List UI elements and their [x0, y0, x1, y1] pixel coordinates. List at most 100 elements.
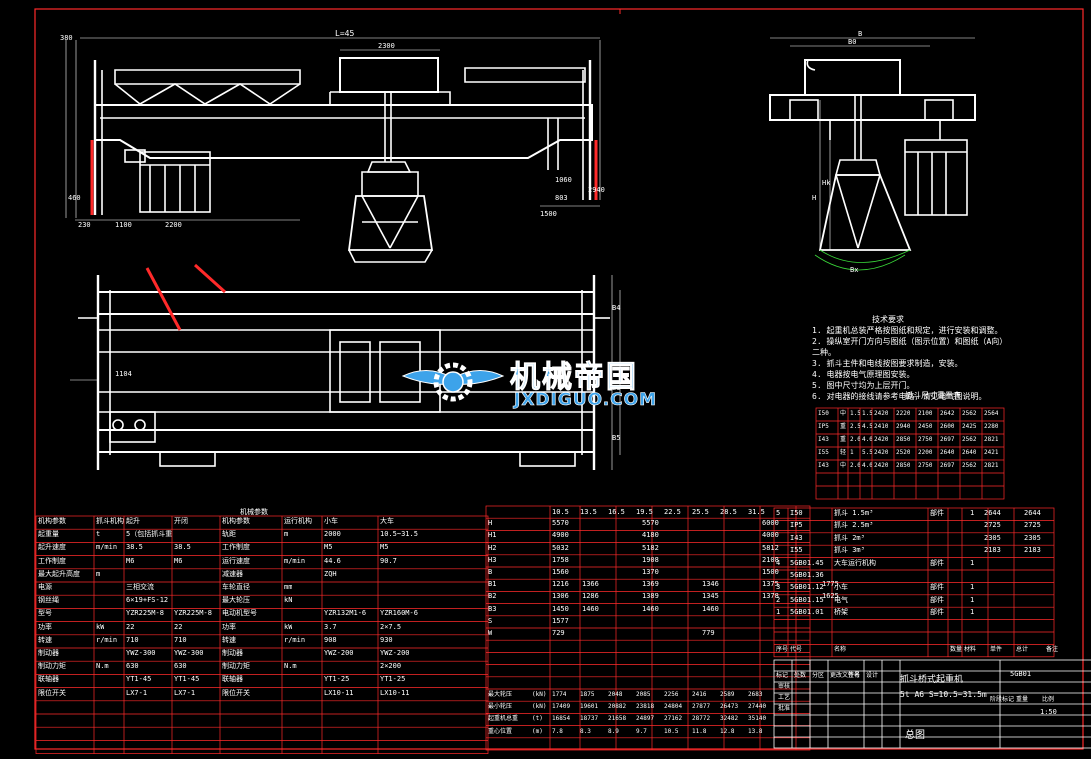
table-cell: (t)	[532, 715, 543, 723]
table-cell: 5032	[552, 543, 569, 552]
table-cell: 单件	[990, 646, 1003, 654]
table-cell: 2100	[918, 410, 933, 417]
table-cell: 4.0	[862, 462, 872, 469]
table-cell: 2410	[874, 423, 889, 430]
table-cell: N.m	[96, 662, 109, 671]
table-cell: 779	[702, 629, 715, 637]
table-cell: 2725	[984, 521, 1001, 530]
table-cell: 2048	[608, 691, 623, 698]
table-cell: 中	[840, 410, 847, 417]
table-cell: 重	[840, 423, 847, 430]
table-cell: YWZ-200	[324, 649, 354, 657]
table-cell: 小车	[834, 583, 848, 592]
table-cell: I50	[790, 509, 803, 517]
table-cell: H3	[488, 555, 497, 564]
span-header-cell: 19.5	[636, 508, 653, 516]
table-cell: 功率	[38, 622, 52, 631]
table-cell: 2420	[874, 462, 889, 469]
watermark-en: JXDIGUO.COM	[514, 390, 658, 411]
title-block-label: 比例	[1042, 696, 1055, 703]
title-block-title: 抓斗桥式起重机	[900, 675, 964, 685]
table-cell: 2725	[1024, 521, 1041, 530]
side-view-dimension-lines	[770, 37, 975, 250]
table-cell: 1.5	[862, 410, 872, 417]
table-cell: 2.5	[850, 423, 860, 430]
tech-note-1: 1. 起重机总装严格按图纸和规定，进行安装和调整。	[812, 326, 1003, 335]
table-cell: 中	[840, 462, 847, 469]
watermark: 机械帝国 JXDIGUO.COM	[398, 346, 698, 416]
drawing-frame	[34, 8, 1084, 750]
title-block-label: 审核	[778, 683, 791, 690]
table-cell: 1460	[582, 604, 599, 613]
table-cell: 1	[970, 558, 975, 567]
table-cell: 90.7	[380, 556, 397, 565]
table-cell: 2.0	[850, 462, 860, 469]
span-header-cell: 31.5	[748, 508, 765, 516]
table-cell: 6×19+FS-12	[126, 596, 169, 605]
table-cell: 2640	[940, 449, 955, 456]
table-cell: 44.6	[324, 556, 341, 565]
tech-note-6: 6. 对电器的接线请参考电路，请见电气图说明。	[812, 392, 987, 401]
table-cell: 2562	[962, 410, 977, 417]
table-cell: 5GB01.36	[790, 571, 824, 579]
table-cell: 5812	[762, 543, 779, 552]
table-cell: 5GB01.15	[790, 595, 824, 604]
table-cell: 2421	[984, 449, 999, 456]
title-block-label: 更改文件号	[830, 672, 861, 679]
table-cell: 部件	[930, 583, 944, 592]
table-cell: 部件	[930, 509, 944, 517]
table-cell: m	[284, 530, 289, 539]
table-cell: 4	[776, 558, 781, 567]
table-cell: 2589	[720, 691, 735, 698]
table-cell: 2562	[962, 462, 977, 469]
watermark-cn: 机械帝国	[510, 360, 638, 396]
table-cell: 起升速度	[38, 543, 66, 552]
table-cell: 2562	[962, 436, 977, 443]
params-table-grid	[35, 515, 489, 754]
table-cell: 13.8	[748, 727, 763, 735]
table-cell: 5570	[552, 519, 569, 528]
table-cell: 1875	[580, 691, 595, 698]
table-cell: 2750	[918, 436, 933, 443]
table-cell: 抓斗 1.5m³	[834, 509, 874, 517]
dim-span-label: L=45	[335, 29, 354, 38]
table-cell: 备注	[1046, 646, 1059, 654]
table-cell: 2600	[940, 423, 955, 430]
table-cell: 抓斗 2.5m³	[834, 521, 874, 530]
tech-note-2: 2. 操纵室开门方向与图纸（图示位置）和图纸（A向）二种。	[812, 337, 1008, 357]
dim-trolley-width: 2300	[378, 42, 395, 50]
tech-note-5: 5. 图中尺寸均为上层开门。	[812, 381, 915, 390]
span-header-cell: 22.5	[664, 508, 681, 516]
table-cell: 2.0	[850, 436, 860, 443]
table-cell: 功率	[222, 622, 236, 631]
table-cell: 部件	[930, 608, 944, 617]
table-cell: I50	[818, 410, 829, 417]
table-cell: I43	[790, 533, 803, 542]
table-cell: 2642	[940, 410, 955, 417]
table-cell: 工作制度	[222, 543, 250, 552]
table-cell: 减速器	[222, 569, 243, 578]
tech-note-3: 3. 抓斗主件和电线按图要求制造，安装。	[812, 359, 963, 368]
table-cell: M6	[174, 556, 183, 565]
table-cell: 1577	[552, 616, 569, 625]
bucket-table-grid	[815, 407, 1005, 500]
table-cell: 28772	[692, 715, 711, 723]
table-cell: 2697	[940, 436, 955, 443]
table-cell: 8.3	[580, 727, 591, 735]
table-cell: 5（包括抓斗重量）	[126, 530, 172, 539]
table-cell: r/min	[96, 635, 118, 644]
table-cell: B	[488, 568, 493, 576]
span-header-cell: 13.5	[580, 508, 597, 516]
side-dim-b: B	[858, 30, 862, 38]
table-cell: I43	[818, 462, 829, 469]
table-cell: S	[488, 616, 493, 625]
table-cell: 1	[970, 583, 975, 592]
title-block-label: 工艺	[778, 694, 791, 701]
table-cell: B2	[488, 592, 497, 601]
table-cell: 5	[776, 509, 781, 517]
title-block-subtitle: 5t A6 S=10.5~31.5m	[900, 690, 987, 699]
table-cell: 3	[776, 583, 781, 592]
table-cell: 抓斗 3m³	[834, 546, 865, 555]
table-cell: 联轴器	[38, 675, 59, 684]
table-cell: 数量	[950, 646, 962, 654]
